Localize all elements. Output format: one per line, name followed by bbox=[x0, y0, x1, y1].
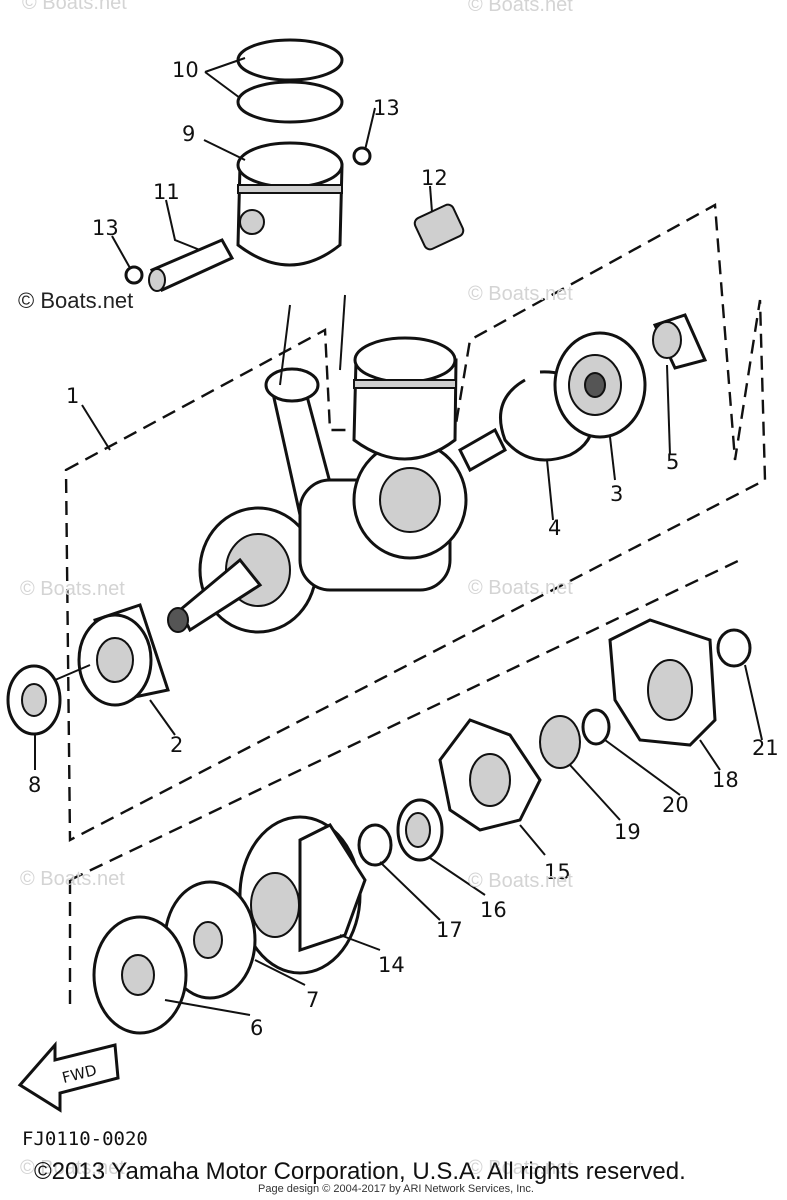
callout-6: 6 bbox=[250, 1016, 264, 1040]
page-design-credit: Page design © 2004-2017 by ARI Network S… bbox=[258, 1183, 534, 1195]
callout-12: 12 bbox=[421, 166, 448, 190]
diagram-code: FJ0110-0020 bbox=[22, 1128, 148, 1150]
callout-3: 3 bbox=[610, 482, 624, 506]
copyright-notice: ©2013 Yamaha Motor Corporation, U.S.A. A… bbox=[34, 1158, 686, 1185]
watermark: © Boats.net bbox=[20, 578, 125, 600]
o-ring-20 bbox=[581, 708, 611, 746]
callout-14: 14 bbox=[378, 953, 405, 977]
watermark: © Boats.net bbox=[18, 288, 134, 313]
piston-rings bbox=[236, 38, 344, 124]
callout-17: 17 bbox=[436, 918, 463, 942]
callout-5: 5 bbox=[666, 450, 680, 474]
callout-20: 20 bbox=[662, 793, 689, 817]
callout-4: 4 bbox=[548, 516, 562, 540]
callout-7: 7 bbox=[306, 988, 320, 1012]
watermark: © Boats.net bbox=[22, 0, 127, 14]
collar-16 bbox=[396, 798, 444, 862]
watermark: © Boats.net bbox=[20, 1157, 125, 1179]
watermark: © Boats.net bbox=[468, 1157, 573, 1179]
assembly-boundary-coupling bbox=[68, 558, 741, 1010]
coupling-left bbox=[238, 815, 367, 975]
callout-10: 10 bbox=[172, 58, 199, 82]
watermark: © Boats.net bbox=[468, 577, 573, 599]
bearing-right bbox=[553, 331, 647, 439]
collar bbox=[652, 313, 708, 370]
bearing-left bbox=[77, 603, 170, 707]
o-ring-17 bbox=[357, 823, 393, 867]
damper bbox=[438, 718, 542, 832]
oil-seal bbox=[6, 664, 62, 736]
callout-19: 19 bbox=[614, 820, 641, 844]
callout-9: 9 bbox=[182, 122, 196, 146]
assembly-boundary-crankshaft bbox=[64, 203, 767, 842]
coupling-right bbox=[608, 618, 717, 747]
watermark: © Boats.net bbox=[468, 870, 573, 892]
callout-18: 18 bbox=[712, 768, 739, 792]
callout-1: 1 bbox=[66, 384, 80, 408]
callout-8: 8 bbox=[28, 773, 42, 797]
watermark: © Boats.net bbox=[20, 868, 125, 890]
plate-6 bbox=[92, 915, 188, 1035]
crankshaft-assembly bbox=[167, 336, 507, 634]
callout-13-right: 13 bbox=[373, 96, 400, 120]
washer-21 bbox=[716, 628, 752, 668]
needle-bearing bbox=[413, 203, 465, 251]
watermark: © Boats.net bbox=[468, 283, 573, 305]
callout-21: 21 bbox=[752, 736, 779, 760]
callout-16: 16 bbox=[480, 898, 507, 922]
callout-2: 2 bbox=[170, 733, 184, 757]
circlip-right bbox=[352, 146, 372, 166]
piston bbox=[236, 141, 344, 267]
callout-11: 11 bbox=[153, 180, 180, 204]
callout-15: 15 bbox=[544, 860, 571, 884]
forward-arrow-icon bbox=[17, 1041, 120, 1113]
plate-7 bbox=[163, 880, 257, 1000]
watermark: © Boats.net bbox=[468, 0, 573, 16]
cap-19 bbox=[539, 715, 581, 769]
circlip-left bbox=[124, 265, 144, 285]
piston-pin bbox=[148, 238, 235, 292]
callout-13-left: 13 bbox=[92, 216, 119, 240]
leader-lines bbox=[34, 57, 763, 1016]
